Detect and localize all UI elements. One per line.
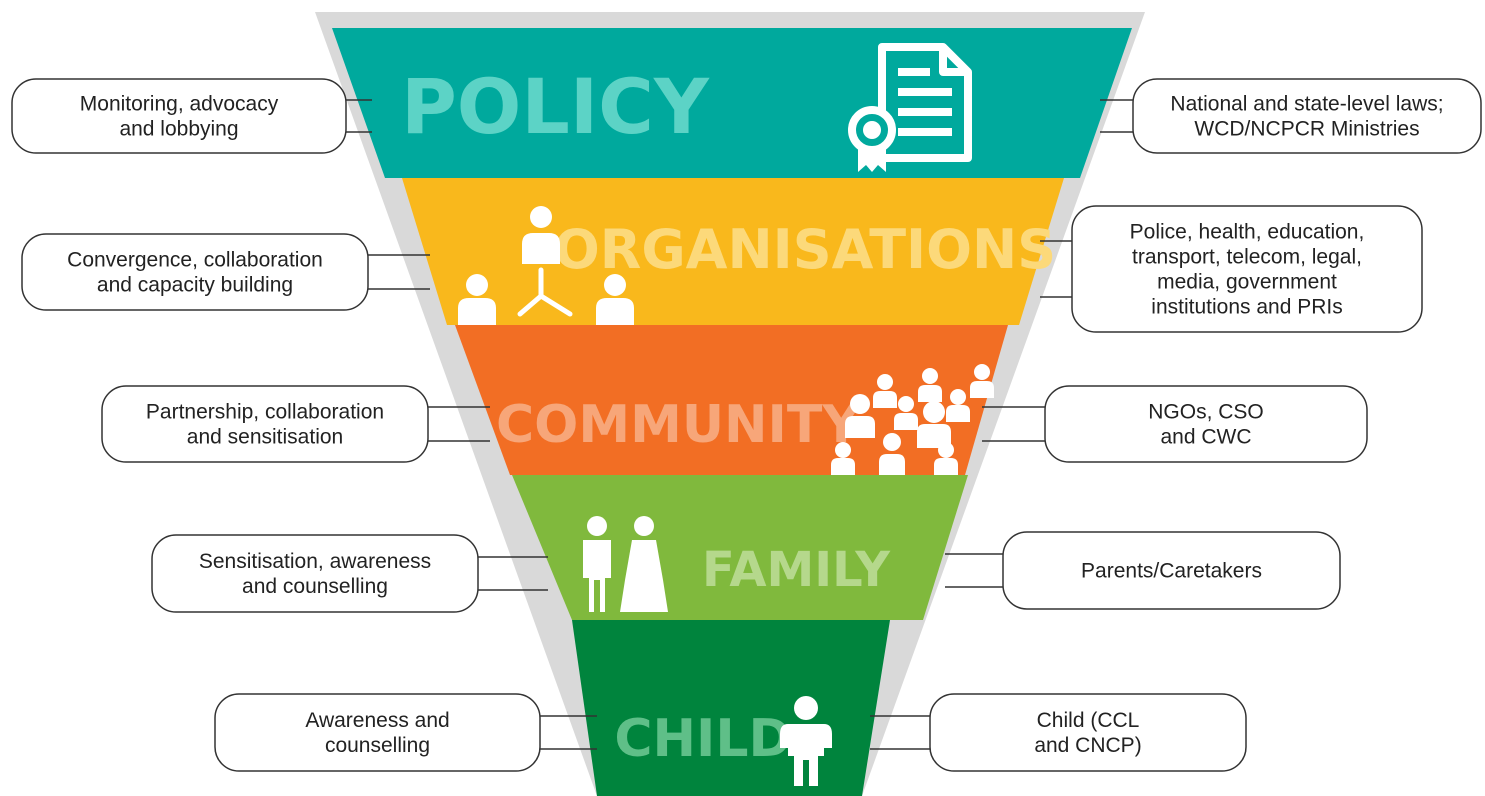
callout-box xyxy=(1071,205,1423,333)
callout-policy-right: National and state-level laws;WCD/NCPCR … xyxy=(1100,78,1482,154)
child-icon xyxy=(780,696,832,786)
level-label-policy: POLICY xyxy=(401,62,710,151)
level-label-community: COMMUNITY xyxy=(496,395,861,455)
callout-text-line: and CNCP) xyxy=(1034,734,1141,757)
callout-box xyxy=(151,534,479,613)
callout-text-line: media, government xyxy=(1157,271,1337,294)
certificate-document-icon xyxy=(848,43,972,172)
callout-family-right: Parents/Caretakers xyxy=(945,531,1341,610)
callout-text-line: Awareness and xyxy=(305,709,449,732)
callout-box xyxy=(101,385,429,463)
callout-box xyxy=(21,233,369,311)
callout-text-line: counselling xyxy=(325,734,430,757)
callout-text-line: Partnership, collaboration xyxy=(146,401,384,424)
organisation-network-icon xyxy=(458,206,634,325)
community-crowd-icon xyxy=(831,364,994,475)
callout-box xyxy=(1132,78,1482,154)
level-label-organisations: ORGANISATIONS xyxy=(554,218,1056,281)
callout-text-line: WCD/NCPCR Ministries xyxy=(1194,118,1419,141)
callout-text-line: and capacity building xyxy=(97,274,293,297)
callout-box xyxy=(1002,531,1341,610)
callout-box xyxy=(929,693,1247,772)
callout-text-line: Sensitisation, awareness xyxy=(199,550,431,573)
callout-text-line: and lobbying xyxy=(119,118,238,141)
callout-text-line: Police, health, education, xyxy=(1130,221,1365,244)
callout-box xyxy=(214,693,541,772)
callout-box xyxy=(11,78,347,154)
callout-text-line: National and state-level laws; xyxy=(1170,93,1443,116)
band-organisations xyxy=(402,178,1064,325)
callout-text-line: transport, telecom, legal, xyxy=(1132,246,1362,269)
level-label-family: FAMILY xyxy=(702,542,891,598)
callout-text-line: and CWC xyxy=(1160,426,1251,449)
level-label-child: CHILD xyxy=(614,709,791,769)
callout-text-line: and counselling xyxy=(242,575,388,598)
band-policy xyxy=(332,28,1132,178)
callout-organisations-right: Police, health, education,transport, tel… xyxy=(1040,205,1423,333)
callout-text-line: and sensitisation xyxy=(187,426,343,449)
callout-text-line: institutions and PRIs xyxy=(1151,296,1342,319)
callout-text-line: Parents/Caretakers xyxy=(1081,560,1262,583)
band-child xyxy=(572,620,890,796)
callout-text-line: Child (CCL xyxy=(1037,709,1140,732)
callout-text-line: NGOs, CSO xyxy=(1148,401,1264,424)
callout-text-line: Monitoring, advocacy xyxy=(80,93,279,116)
callout-box xyxy=(1044,385,1368,463)
callout-text-line: Convergence, collaboration xyxy=(67,249,323,272)
family-couple-icon xyxy=(583,516,668,612)
